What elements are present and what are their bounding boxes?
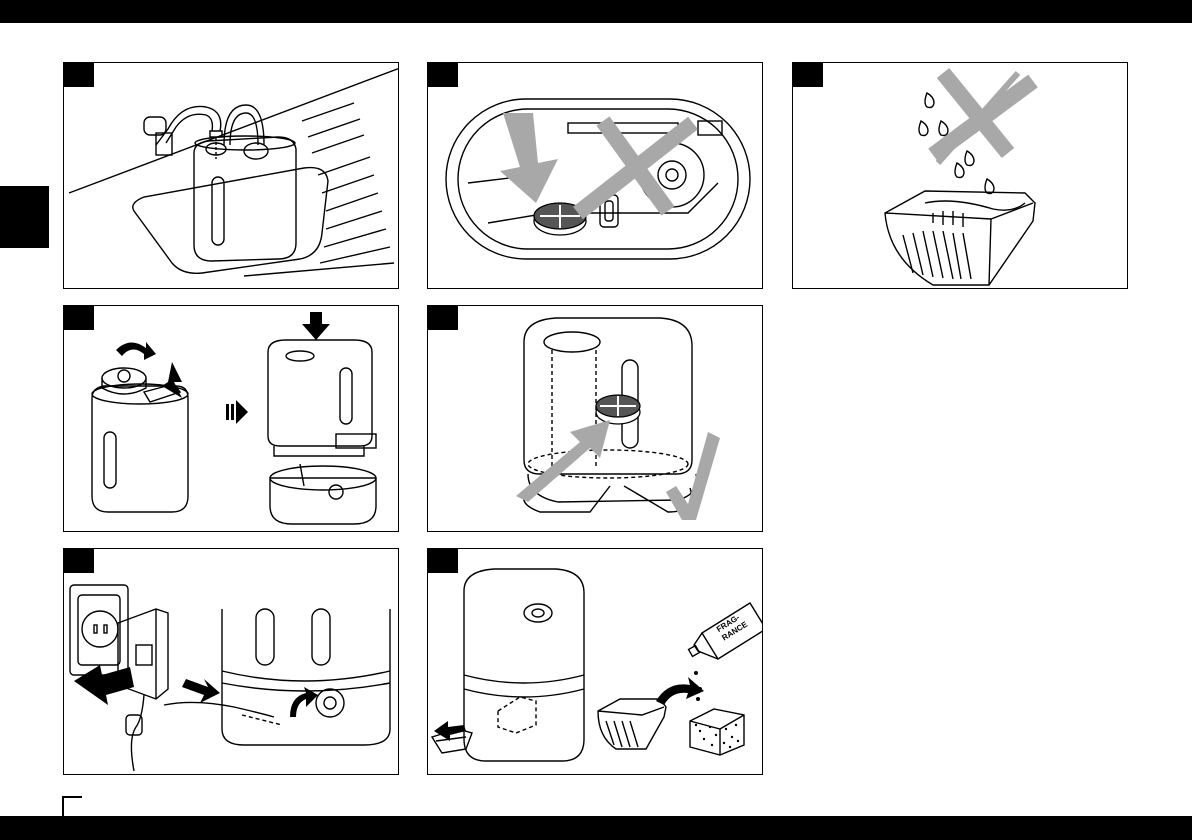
fragrance-drawing: FRAG- RANCE [428,549,763,775]
figure-fragrance-tray: FRAG- RANCE [427,548,763,775]
figure-insert-cartridge-correct [427,305,763,532]
figure-connect-adapter [63,548,399,775]
bottom-black-bar [0,816,1192,840]
base-top-view-drawing [428,63,763,289]
page-corner-mark-h [62,796,82,798]
no-water-drawing [793,63,1128,289]
fill-tank-drawing [64,63,399,289]
insert-cartridge-drawing [428,306,763,532]
figure-open-cap-place-tank [63,305,399,532]
adapter-drawing [64,549,399,775]
open-cap-drawing [64,306,399,532]
top-black-bar [0,0,1192,23]
side-language-tab [0,186,49,248]
figure-base-top-view-wrong [427,62,763,289]
figure-no-water-wrong [792,62,1128,289]
page-corner-mark [62,796,64,816]
figure-fill-tank-at-tap [63,62,399,289]
